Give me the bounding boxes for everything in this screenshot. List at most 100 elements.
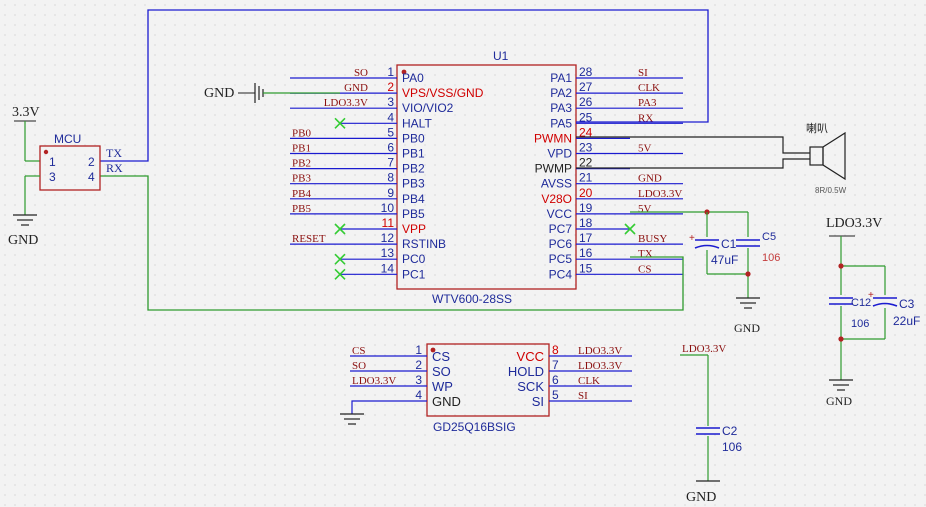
u1-pin-name: PB5 [402,207,425,221]
flash-pin-num: 8 [552,343,559,357]
u1-pin-name: PB3 [402,177,425,191]
u1-pin-num: 12 [381,231,395,245]
flash-pin-num: 4 [415,388,422,402]
u1-pin-name: VPS/VSS/GND [402,86,484,100]
u1-pin-num: 11 [382,216,395,230]
c3-ref: C3 [899,297,915,311]
net-label: GND [638,173,662,185]
u1-pin-num: 15 [579,261,593,275]
u1-pin-name: VCC [547,207,573,221]
c1-value: 47uF [711,253,738,267]
u1-pin-name: PB0 [402,131,425,145]
mcu-tx-label: TX [106,146,122,160]
flash-pin-4[interactable]: 4 GND [415,388,461,409]
u1-pin-name: PB2 [402,162,425,176]
net-label: SO [354,67,368,79]
u1-pin-name: PC5 [549,252,573,266]
u1-pin-num: 25 [579,110,593,124]
u1-pin-num: 5 [387,125,394,139]
u1-body [396,64,577,290]
u1-pin-num: 13 [381,246,395,260]
c3-value: 22uF [893,314,920,328]
c1-gnd-label: GND [734,321,760,335]
no-connect-icon [334,268,346,280]
c12-c3-capacitors[interactable]: LDO3.3V C12 106 + C3 22uF GND [826,216,920,408]
speaker-label: 喇叭 [806,121,828,135]
net-label: PB4 [292,188,311,200]
no-connect-icon [624,223,636,235]
u1-pin-name: PC7 [549,222,573,236]
u1-pin-num: 22 [579,156,593,170]
speaker-icon [809,146,824,166]
net-label: RX [638,112,653,124]
speaker[interactable]: 喇叭 8R/0.5W [576,121,847,195]
c1-c5-capacitors[interactable]: + C1 47uF C5 106 GND [630,209,780,335]
c2-capacitor[interactable]: LDO3.3V C2 106 GND [680,343,742,505]
u1-pin-5[interactable]: 5 PB0 PB0 [290,125,425,145]
flash-pin-num: 7 [552,358,559,372]
u1-pin-name: PB4 [402,192,425,206]
mcu-connector[interactable]: 3.3V MCU 1 2 3 4 TX RX GND [8,105,123,248]
u1-pin-name: RSTINB [402,237,446,251]
net-label: LDO3.3V [578,345,622,357]
u1-pin-name: PWMP [535,162,572,176]
u1-pin-name: HALT [402,116,432,130]
flash-pin-name: VCC [517,349,544,364]
net-label: LDO3.3V [638,188,682,200]
mcu-pin2: 2 [88,155,95,169]
flash-pin-8[interactable]: 8 VCC LDO3.3V [517,343,632,364]
flash-pin-name: GND [432,394,461,409]
u1-pin-12[interactable]: 12 RSTINB RESET [290,231,446,251]
u1-pin-9[interactable]: 9 PB4 PB4 [290,186,425,206]
c5-value: 106 [762,252,780,264]
u1-pin-num: 9 [387,186,394,200]
flash-pin-num: 2 [415,358,422,372]
net-label: 5V [638,143,652,155]
net-label: PA3 [638,97,657,109]
u1-ref: U1 [493,49,509,63]
speaker-value: 8R/0.5W [815,186,847,195]
net-label: 5V [638,203,652,215]
u1-pin-num: 2 [387,80,394,94]
u1-pin-name: VIO/VIO2 [402,101,454,115]
net-label: LDO3.3V [324,97,368,109]
net-label: PB0 [292,127,311,139]
net-label: RESET [292,233,326,245]
u1-pin-num: 28 [579,65,593,79]
c2-gnd-label: GND [686,490,716,505]
